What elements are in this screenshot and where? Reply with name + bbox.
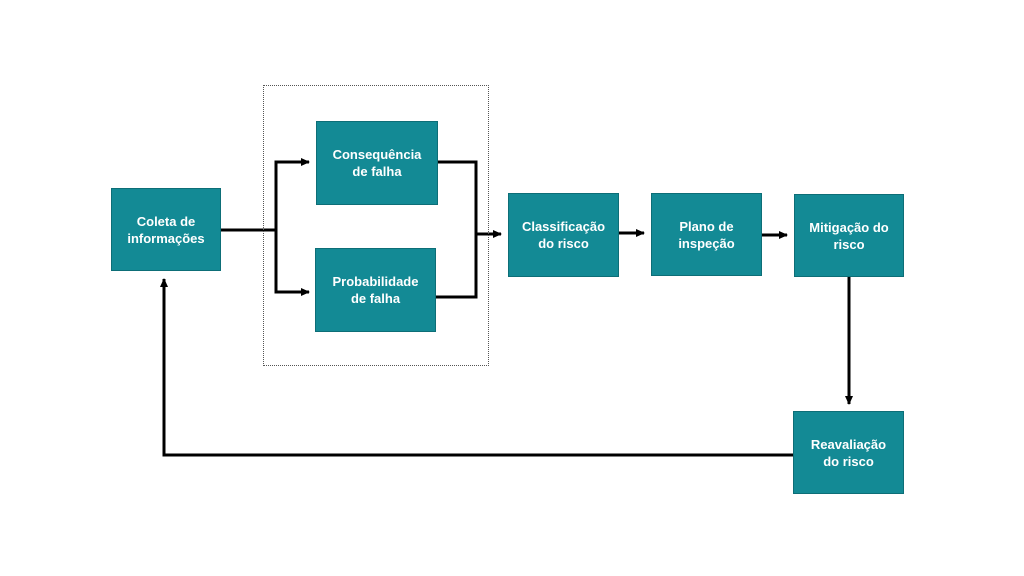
node-consequencia-de-falha: Consequência de falha [316, 121, 438, 205]
node-consequencia-line1: Consequência [332, 147, 422, 162]
node-consequencia-line2: de falha [352, 164, 402, 179]
node-mitigacao-line2: risco [833, 236, 865, 252]
node-reavaliacao-line1: Reavaliação [810, 436, 887, 452]
failure-analysis-group-frame [263, 85, 489, 366]
edge-consequencia-to-merge [438, 160, 478, 234]
node-mitigacao-line1: Mitigação do [809, 219, 889, 235]
node-probabilidade-line2: de falha [350, 291, 401, 306]
node-probabilidade-de-falha: Probabilidade de falha [315, 248, 436, 332]
node-reavaliacao-line2: do risco [823, 453, 874, 469]
edge-split-to-probabilidade [274, 230, 310, 296]
edge-probabilidade-to-merge [436, 234, 478, 299]
node-classificacao-line1: Classificação [521, 219, 606, 234]
node-plano-line2: inspeção [678, 235, 735, 251]
node-classificacao-do-risco: Classificação do risco [508, 193, 619, 277]
edge-reavaliacao-to-coleta [160, 278, 793, 457]
node-plano-line1: Plano de [679, 218, 734, 234]
node-classificacao-line2: do risco [538, 236, 589, 251]
node-coleta-line2: informações [127, 230, 205, 246]
edge-split-to-consequencia [274, 158, 310, 230]
node-probabilidade-line1: Probabilidade [332, 274, 419, 289]
node-coleta-line1: Coleta de [136, 213, 196, 229]
